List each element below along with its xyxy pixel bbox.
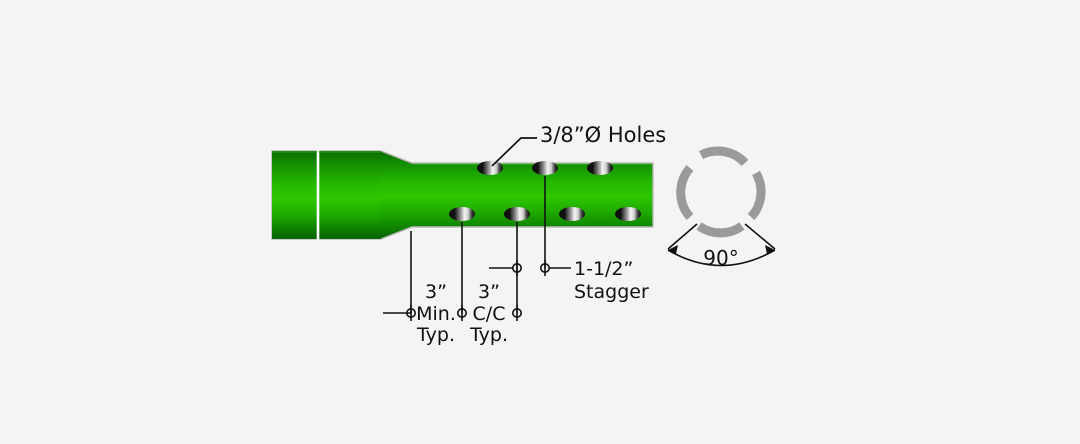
hole-bottom-2	[504, 207, 530, 221]
dim-cc-value: 3”	[478, 281, 500, 303]
hole-bottom-4	[615, 207, 641, 221]
holes-callout-leader	[491, 137, 537, 167]
angle-arrowhead-left	[668, 245, 678, 254]
dim-min-typ-value: 3”	[425, 281, 447, 303]
pipe-stub-section	[272, 151, 381, 239]
hole-top-3	[587, 161, 613, 175]
hole-bottom-3	[559, 207, 585, 221]
angle-value-label: 90°	[703, 246, 738, 270]
dim-cc-label2: Typ.	[469, 324, 508, 346]
stagger-value: 1-1/2”	[574, 258, 633, 280]
angle-arrowheads	[668, 245, 775, 254]
hole-top-2	[532, 161, 558, 175]
end-view-arc-top	[698, 146, 749, 167]
dim-cc-label1: C/C	[473, 303, 506, 325]
angle-leader-right	[744, 223, 776, 250]
green-pipe	[271, 150, 654, 240]
stagger-dimension-line: 1-1/2” Stagger	[489, 258, 649, 303]
pipe-end-view: 90°	[667, 146, 776, 270]
lower-dimension-line: 3” Min. Typ. 3” C/C Typ.	[383, 281, 522, 346]
end-view-arc-bottom	[696, 222, 745, 238]
angle-leader-left	[667, 223, 698, 250]
holes-callout: 3/8”Ø Holes	[491, 123, 666, 167]
dim-min-typ-label1: Min.	[416, 303, 456, 325]
end-view-arc-right	[747, 170, 766, 221]
end-view-arc-left	[676, 165, 694, 220]
dim-min-typ-label2: Typ.	[416, 324, 455, 346]
stagger-label: Stagger	[574, 281, 649, 303]
hole-top-1	[477, 161, 503, 175]
angle-arrowhead-right	[765, 245, 775, 254]
hole-group-bottom	[449, 207, 641, 221]
angle-arc	[667, 249, 776, 267]
hole-group-top	[477, 161, 613, 175]
holes-callout-label: 3/8”Ø Holes	[540, 123, 666, 147]
hole-bottom-1	[449, 207, 475, 221]
